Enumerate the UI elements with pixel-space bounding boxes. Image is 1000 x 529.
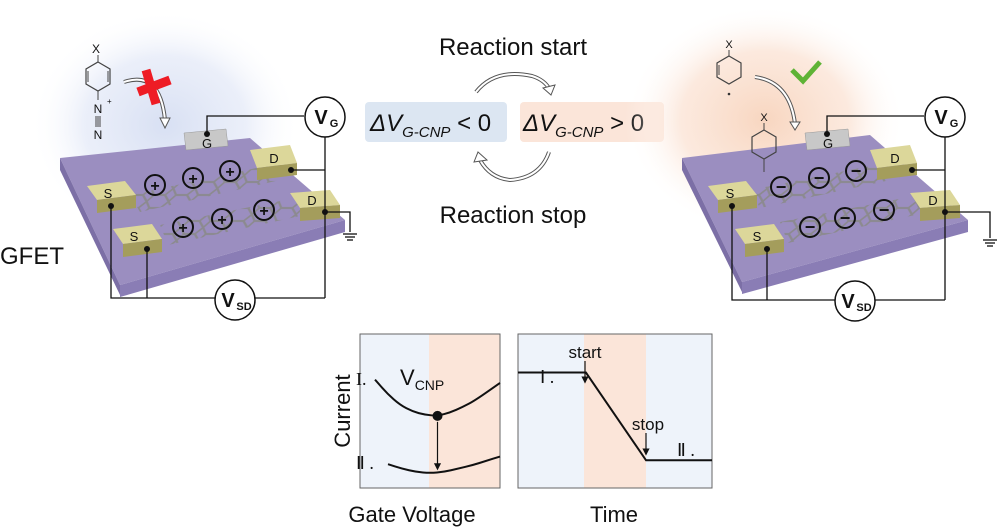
svg-text:−: − xyxy=(840,208,851,228)
region-before xyxy=(518,334,584,488)
n-plus: N xyxy=(94,102,103,116)
x-axis-label: Time xyxy=(590,502,638,527)
chart-current-vs-gate-voltage: I. VCNP Ⅱ . Current Gate Voltage xyxy=(330,333,501,527)
drain-electrode-1: D xyxy=(870,145,917,180)
negative-charges: − − − − − − xyxy=(770,160,895,238)
svg-text:G: G xyxy=(330,118,339,130)
drain-electrode-2: D xyxy=(290,190,340,221)
vcnp-label: VCNP xyxy=(400,365,444,393)
svg-text:+: + xyxy=(259,203,268,220)
svg-text:S: S xyxy=(130,229,139,244)
forward-arrow-icon xyxy=(474,72,556,96)
graphene-channel-bottom xyxy=(160,195,318,245)
svg-text:D: D xyxy=(890,151,899,166)
svg-text:D: D xyxy=(269,151,278,166)
delta-negative-box xyxy=(365,102,507,142)
source-electrode-2: S xyxy=(113,224,162,257)
left-device: X N + N + + xyxy=(0,10,357,321)
level-I-label: Ⅰ . xyxy=(540,367,554,387)
series-I-label: I. xyxy=(356,369,367,389)
reaction-stop-label: Reaction stop xyxy=(440,202,587,229)
svg-text:−: − xyxy=(805,217,816,237)
series-II-line xyxy=(387,455,501,474)
cross-icon xyxy=(136,68,172,106)
aryl-radical-molecule: X xyxy=(716,39,742,96)
check-icon xyxy=(790,60,822,85)
series-II-label: Ⅱ . xyxy=(356,453,374,473)
level-II-label: Ⅱ . xyxy=(677,440,695,460)
svg-text:G: G xyxy=(950,118,959,130)
region-after xyxy=(646,334,712,488)
svg-text:−: − xyxy=(879,200,890,220)
region-left xyxy=(360,334,429,488)
drain-electrode-1: D xyxy=(250,145,297,180)
cnp-point xyxy=(432,410,443,421)
region-reaction xyxy=(584,334,646,488)
svg-text:+: + xyxy=(217,212,226,229)
svg-text:−: − xyxy=(851,161,862,181)
substituent-x: X xyxy=(92,42,100,56)
current-line xyxy=(518,371,712,462)
attached-aryl: X xyxy=(751,112,777,172)
reverse-arrow-icon xyxy=(473,151,551,183)
svg-text:V: V xyxy=(934,107,948,129)
plot-frame xyxy=(359,333,501,489)
start-label: start xyxy=(568,343,601,362)
circuit-wires xyxy=(731,115,997,301)
svg-text:S: S xyxy=(104,186,113,201)
vg-meter: V G xyxy=(924,96,966,138)
svg-text:S: S xyxy=(726,186,735,201)
plus-charge: + xyxy=(107,97,112,106)
stop-label: stop xyxy=(632,415,664,434)
source-electrode-1: S xyxy=(708,181,757,213)
svg-text:D: D xyxy=(307,193,316,208)
svg-text:+: + xyxy=(188,171,197,188)
vsd-meter: V SD xyxy=(214,279,256,321)
graphene-channel-top xyxy=(130,165,280,212)
svg-text:S: S xyxy=(753,229,762,244)
gate-electrode: G xyxy=(183,128,229,151)
svg-text:D: D xyxy=(928,193,937,208)
svg-text:X: X xyxy=(760,112,768,124)
diazonium-molecule: X N + N xyxy=(85,42,112,142)
delta-negative-text: ΔVG-CNP < 0 xyxy=(369,110,491,141)
vg-meter: V G xyxy=(304,96,346,138)
y-axis-label: Current xyxy=(330,374,355,447)
chart-current-vs-time: start stop Ⅰ . Ⅱ . Time xyxy=(517,333,713,527)
vsd-meter: V SD xyxy=(834,280,876,322)
svg-text:V: V xyxy=(314,107,328,129)
svg-text:SD: SD xyxy=(236,301,251,313)
svg-text:G: G xyxy=(202,136,212,151)
n2: N xyxy=(94,128,103,142)
drain-electrode-2: D xyxy=(910,190,960,221)
svg-text:+: + xyxy=(225,164,234,181)
x-axis-label: Gate Voltage xyxy=(348,502,475,527)
svg-text:+: + xyxy=(178,220,187,237)
plot-frame xyxy=(517,333,713,489)
gate-electrode: G xyxy=(804,128,851,151)
svg-text:V: V xyxy=(221,290,235,312)
circuit-wires xyxy=(110,115,357,299)
svg-text:V: V xyxy=(841,291,855,313)
center-cycle: Reaction start Reaction stop ΔVG-CNP < 0… xyxy=(365,34,664,229)
reaction-start-label: Reaction start xyxy=(439,34,587,61)
gfet-label: GFET xyxy=(0,243,64,270)
svg-text:X: X xyxy=(725,39,733,51)
svg-text:SD: SD xyxy=(856,302,871,314)
svg-text:−: − xyxy=(814,168,825,188)
source-electrode-1: S xyxy=(87,181,136,213)
svg-text:+: + xyxy=(150,178,159,195)
svg-text:−: − xyxy=(776,177,787,197)
region-right xyxy=(429,334,500,488)
svg-text:G: G xyxy=(823,136,833,151)
right-device: X X − − − − − − xyxy=(625,5,997,322)
series-I-line xyxy=(374,378,501,417)
positive-charges: + + + + + + xyxy=(144,160,275,238)
